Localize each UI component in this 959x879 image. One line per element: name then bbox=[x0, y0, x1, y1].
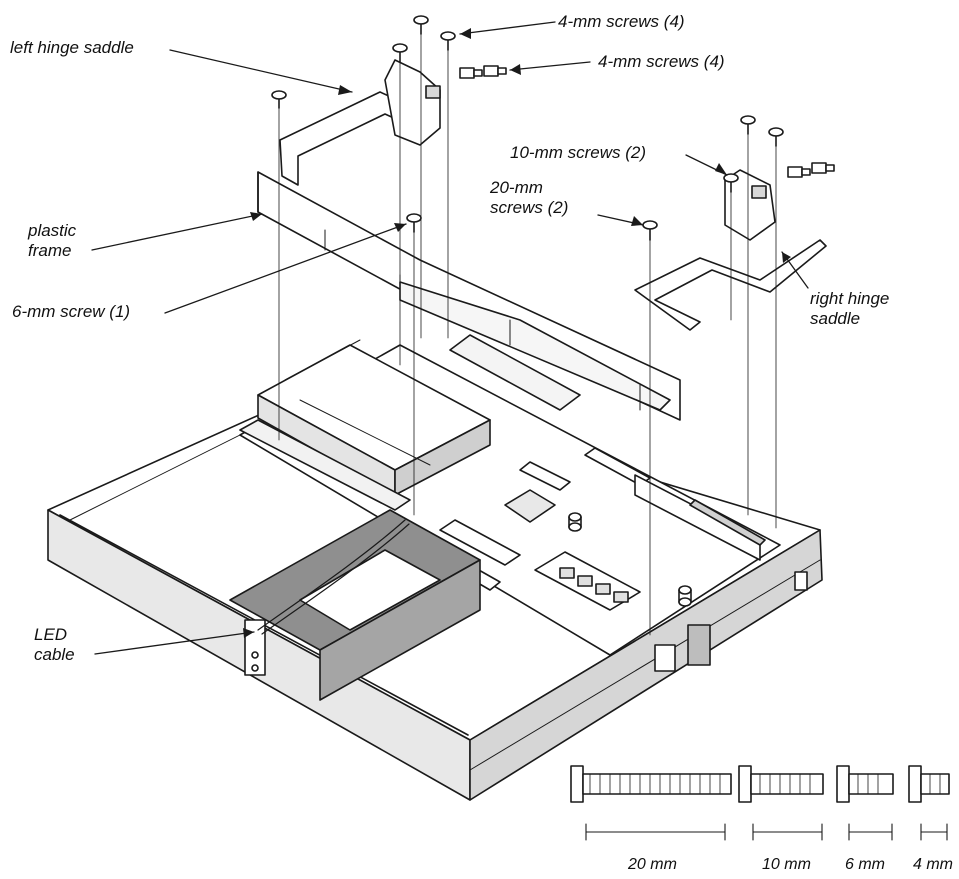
screw-4mm-drawing bbox=[908, 765, 950, 803]
label-4mm-screws-mid: 4-mm screws (4) bbox=[598, 52, 725, 71]
label-10mm-screws: 10-mm screws (2) bbox=[510, 143, 647, 162]
scale-label-10mm: 10 mm bbox=[762, 856, 811, 873]
label-6mm-screw: 6-mm screw (1) bbox=[12, 302, 131, 321]
horizontal-screws bbox=[459, 65, 835, 178]
hard-drive bbox=[239, 339, 491, 511]
label-right-hinge-saddle: right hinge saddle bbox=[810, 289, 890, 328]
label-plastic-frame: plastic frame bbox=[28, 221, 77, 260]
left-hinge-saddle bbox=[279, 59, 441, 186]
led-bracket bbox=[229, 509, 481, 701]
scale-dimension-lines bbox=[585, 823, 948, 841]
screw-20mm-drawing bbox=[570, 765, 732, 803]
label-20mm-screws: 20-mm screws (2) bbox=[490, 178, 569, 217]
scale-label-20mm: 20 mm bbox=[628, 856, 677, 873]
label-led-cable: LED cable bbox=[34, 625, 75, 664]
label-4mm-screws-top: 4-mm screws (4) bbox=[558, 12, 685, 31]
screw-10mm-drawing bbox=[738, 765, 824, 803]
leader-lines bbox=[91, 21, 809, 655]
leader-arrowheads bbox=[243, 28, 791, 638]
screw-6mm-drawing bbox=[836, 765, 894, 803]
scale-label-4mm: 4 mm bbox=[913, 856, 953, 873]
scale-label-6mm: 6 mm bbox=[845, 856, 885, 873]
label-left-hinge-saddle: left hinge saddle bbox=[10, 38, 134, 57]
plastic-frame bbox=[257, 171, 681, 421]
alignment-lines bbox=[278, 33, 777, 636]
screw-size-scale bbox=[570, 765, 950, 841]
right-hinge-saddle bbox=[634, 169, 827, 331]
